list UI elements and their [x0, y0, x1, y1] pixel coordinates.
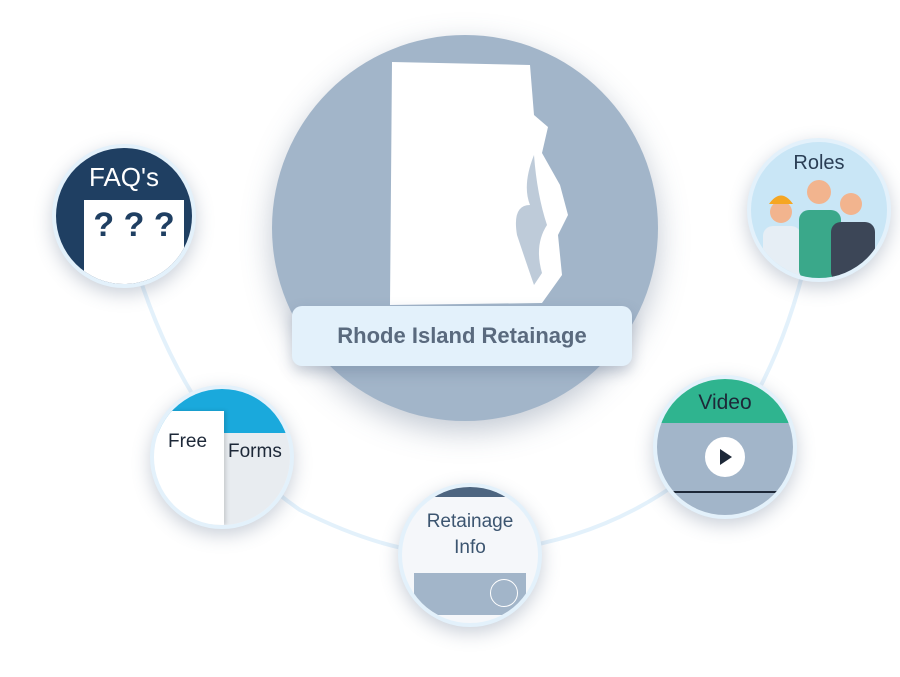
people-icon [763, 180, 875, 278]
video-progress-bar[interactable] [667, 491, 783, 493]
info-label-1: Retainage [426, 511, 514, 532]
video-node[interactable]: Video [653, 375, 797, 519]
roles-node[interactable]: Roles [747, 138, 891, 282]
forms-label: Forms [228, 441, 282, 462]
seal-icon [490, 579, 518, 607]
play-button[interactable] [705, 437, 745, 477]
free-forms-node[interactable]: Free Forms [150, 385, 294, 529]
question-marks-icon: ? ? ? [93, 206, 175, 244]
main-title: Rhode Island Retainage [337, 323, 587, 348]
info-label-2: Info [454, 537, 486, 558]
faq-label: FAQ's [89, 162, 159, 192]
rhode-island-map-icon [390, 62, 568, 305]
main-title-banner[interactable]: Rhode Island Retainage [292, 306, 632, 366]
video-label: Video [698, 391, 752, 414]
play-icon [720, 449, 732, 465]
faq-node[interactable]: FAQ's ? ? ? [52, 144, 196, 288]
free-label: Free [168, 431, 208, 452]
roles-label: Roles [793, 152, 845, 174]
